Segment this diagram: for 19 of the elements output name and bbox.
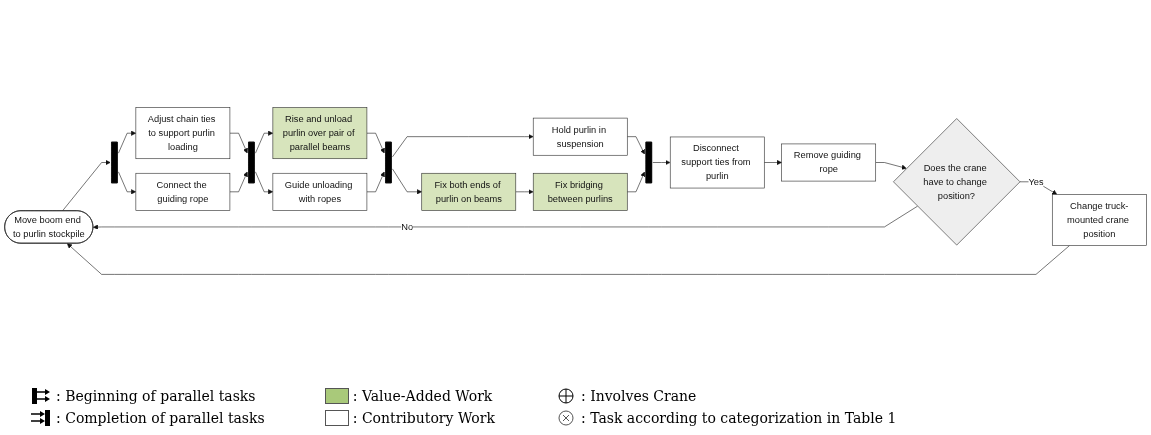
node-box: Guide unloading with ropes: [272, 173, 368, 212]
legend-text: : Completion of parallel tasks: [56, 410, 265, 426]
edge-label: No: [401, 222, 414, 233]
node-box: Disconnect support ties from purlin: [669, 137, 765, 189]
node-box: Rise and unload purlin over pair of parallel beams: [272, 107, 368, 160]
node-box: Adjust chain ties to support purlin loading: [135, 107, 231, 160]
node-box: Hold purlin in suspension: [532, 118, 628, 156]
legend-text: : Task according to categorization in Table 1: [580, 410, 897, 426]
node-box: Fix bridging between purlins: [532, 173, 628, 212]
legend-text: : Contributory Work: [352, 410, 495, 426]
legend-text: : Beginning of parallel tasks: [56, 388, 256, 404]
node-box: Remove guiding rope: [781, 144, 876, 182]
node-diamond: Does the crane have to change position?: [893, 118, 1021, 246]
legend-text: : Value-Added Work: [352, 388, 493, 404]
node-box: Change truck-mounted crane position: [1052, 194, 1147, 247]
edge-label: Yes: [1028, 177, 1044, 187]
node-box: Connect the guiding rope: [135, 173, 231, 212]
legend-text: : Involves Crane: [580, 388, 697, 404]
node-box: Fix both ends of purlin on beams: [421, 173, 517, 212]
